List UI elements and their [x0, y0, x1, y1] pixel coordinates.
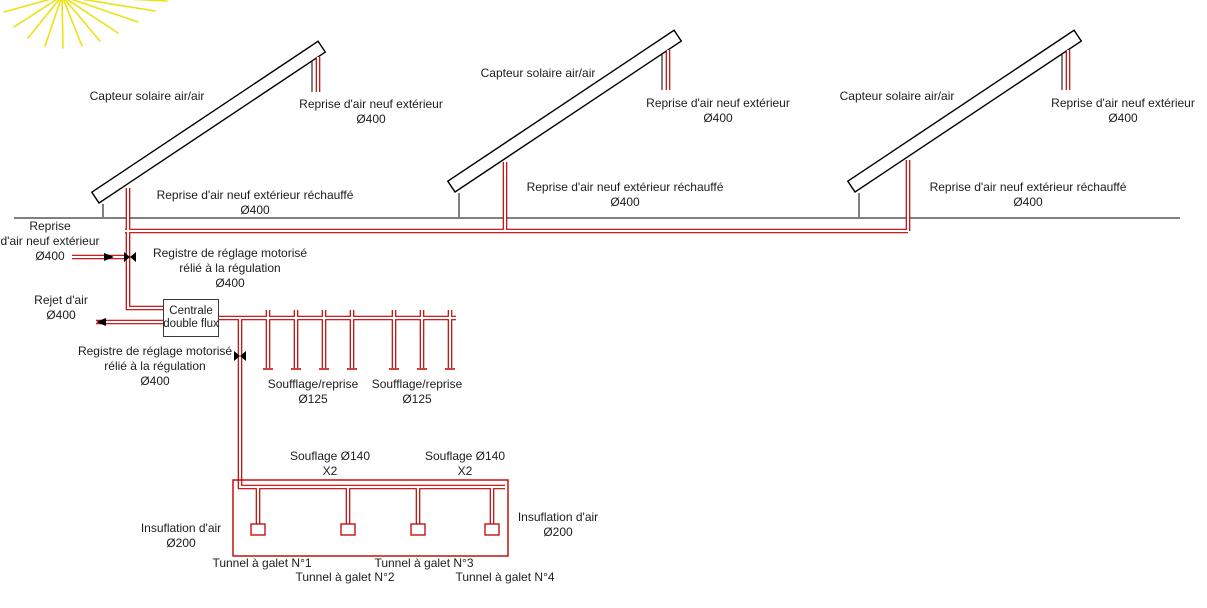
intake-arrow-icon	[104, 253, 114, 261]
label-diameter: Ø400	[1013, 195, 1043, 209]
label-line: X2	[322, 464, 338, 478]
label-fresh-air-intake-2: Reprise d'air neuf extérieur Ø400	[646, 96, 790, 126]
label-diameter: Ø400	[140, 374, 170, 388]
label-line: Reprise d'air neuf extérieur	[1051, 96, 1195, 110]
label-insufflation-2: Insuflation d'air Ø200	[518, 510, 598, 540]
label-diameter: Ø200	[543, 525, 573, 539]
collector-supports	[102, 54, 1063, 217]
label-heated-return-2: Reprise d'air neuf extérieur réchauffé Ø…	[527, 180, 724, 210]
label-line: Centrale	[169, 305, 213, 317]
label-collector-1: Capteur solaire air/air	[89, 89, 205, 103]
label-tunnel-1: Tunnel à galet N°1	[212, 556, 312, 570]
label-line: d'air neuf extérieur	[0, 234, 100, 248]
ahu-centrale-box: Centrale double flux	[163, 299, 219, 337]
label-line: Reprise d'air neuf extérieur	[646, 96, 790, 110]
solar-collector-2	[446, 29, 683, 193]
tunnel-inlet-box-2	[340, 523, 356, 536]
label-line: Reprise d'air neuf extérieur réchauffé	[929, 180, 1127, 194]
label-collector-2: Capteur solaire air/air	[480, 66, 596, 80]
label-supply-140-1: Souflage Ø140 X2	[290, 449, 370, 479]
label-diameter: Ø400	[610, 195, 640, 209]
label-line: Soufflage/reprise	[371, 377, 463, 391]
label-line: Registre de réglage motorisé	[77, 344, 233, 358]
label-line: Insuflation d'air	[140, 521, 222, 535]
label-register-bottom: Registre de réglage motorisé rélié à la …	[78, 344, 232, 389]
label-diameter: Ø400	[1108, 111, 1138, 125]
label-tunnel-2: Tunnel à galet N°2	[295, 570, 395, 584]
exhaust-arrow-icon	[96, 318, 106, 326]
label-diameter: Ø400	[356, 112, 386, 126]
tunnel-inlet-box-3	[410, 523, 426, 536]
label-line: Reprise d'air neuf extérieur	[299, 97, 443, 111]
label-register-top: Registre de réglage motorisé rélié à la …	[153, 246, 307, 291]
label-line: Soufflage/reprise	[267, 377, 359, 391]
label-supply-return-2: Soufflage/reprise Ø125	[372, 377, 463, 407]
tunnel-inlet-box-4	[484, 523, 500, 536]
damper-icon-top	[124, 252, 136, 262]
label-supply-140-2: Souflage Ø140 X2	[425, 449, 505, 479]
label-supply-return-1: Soufflage/reprise Ø125	[268, 377, 359, 407]
label-line: Registre de réglage motorisé	[152, 246, 308, 260]
label-line: X2	[457, 464, 473, 478]
label-line: Rejet d'air	[34, 293, 88, 307]
label-line: Insuflation d'air	[517, 510, 599, 524]
label-line: Souflage Ø140	[289, 449, 371, 463]
label-tunnel-3: Tunnel à galet N°3	[374, 556, 474, 570]
label-diameter: Ø125	[402, 392, 432, 406]
label-line: double flux	[163, 318, 219, 330]
room-outline	[232, 479, 509, 557]
label-line: Reprise d'air neuf extérieur réchauffé	[526, 180, 724, 194]
label-heated-return-3: Reprise d'air neuf extérieur réchauffé Ø…	[930, 180, 1127, 210]
label-diameter: Ø400	[46, 308, 76, 322]
label-diameter: Ø400	[215, 276, 245, 290]
label-fresh-air-intake-3: Reprise d'air neuf extérieur Ø400	[1051, 96, 1195, 126]
label-roof-intake: Reprise d'air neuf extérieur Ø400	[0, 219, 99, 264]
label-line: rélié à la régulation	[104, 359, 206, 373]
label-heated-return-1: Reprise d'air neuf extérieur réchauffé Ø…	[157, 188, 354, 218]
damper-icon-bottom	[234, 351, 246, 361]
label-insufflation-1: Insuflation d'air Ø200	[141, 521, 221, 551]
label-line: Reprise	[29, 219, 71, 233]
label-line: Souflage Ø140	[424, 449, 506, 463]
label-diameter: Ø200	[166, 536, 196, 550]
label-diameter: Ø400	[35, 249, 65, 263]
label-tunnel-4: Tunnel à galet N°4	[455, 570, 555, 584]
label-diameter: Ø125	[298, 392, 328, 406]
label-air-exhaust: Rejet d'air Ø400	[34, 293, 88, 323]
label-line: rélié à la régulation	[179, 261, 281, 275]
solar-collector-1	[90, 40, 327, 204]
solar-collector-3	[846, 29, 1083, 193]
sun-icon	[3, 0, 168, 49]
label-line: Reprise d'air neuf extérieur réchauffé	[156, 188, 354, 202]
label-collector-3: Capteur solaire air/air	[839, 89, 955, 103]
label-diameter: Ø400	[703, 111, 733, 125]
label-diameter: Ø400	[240, 203, 270, 217]
label-fresh-air-intake-1: Reprise d'air neuf extérieur Ø400	[299, 97, 443, 127]
tunnel-inlet-box-1	[250, 523, 266, 536]
